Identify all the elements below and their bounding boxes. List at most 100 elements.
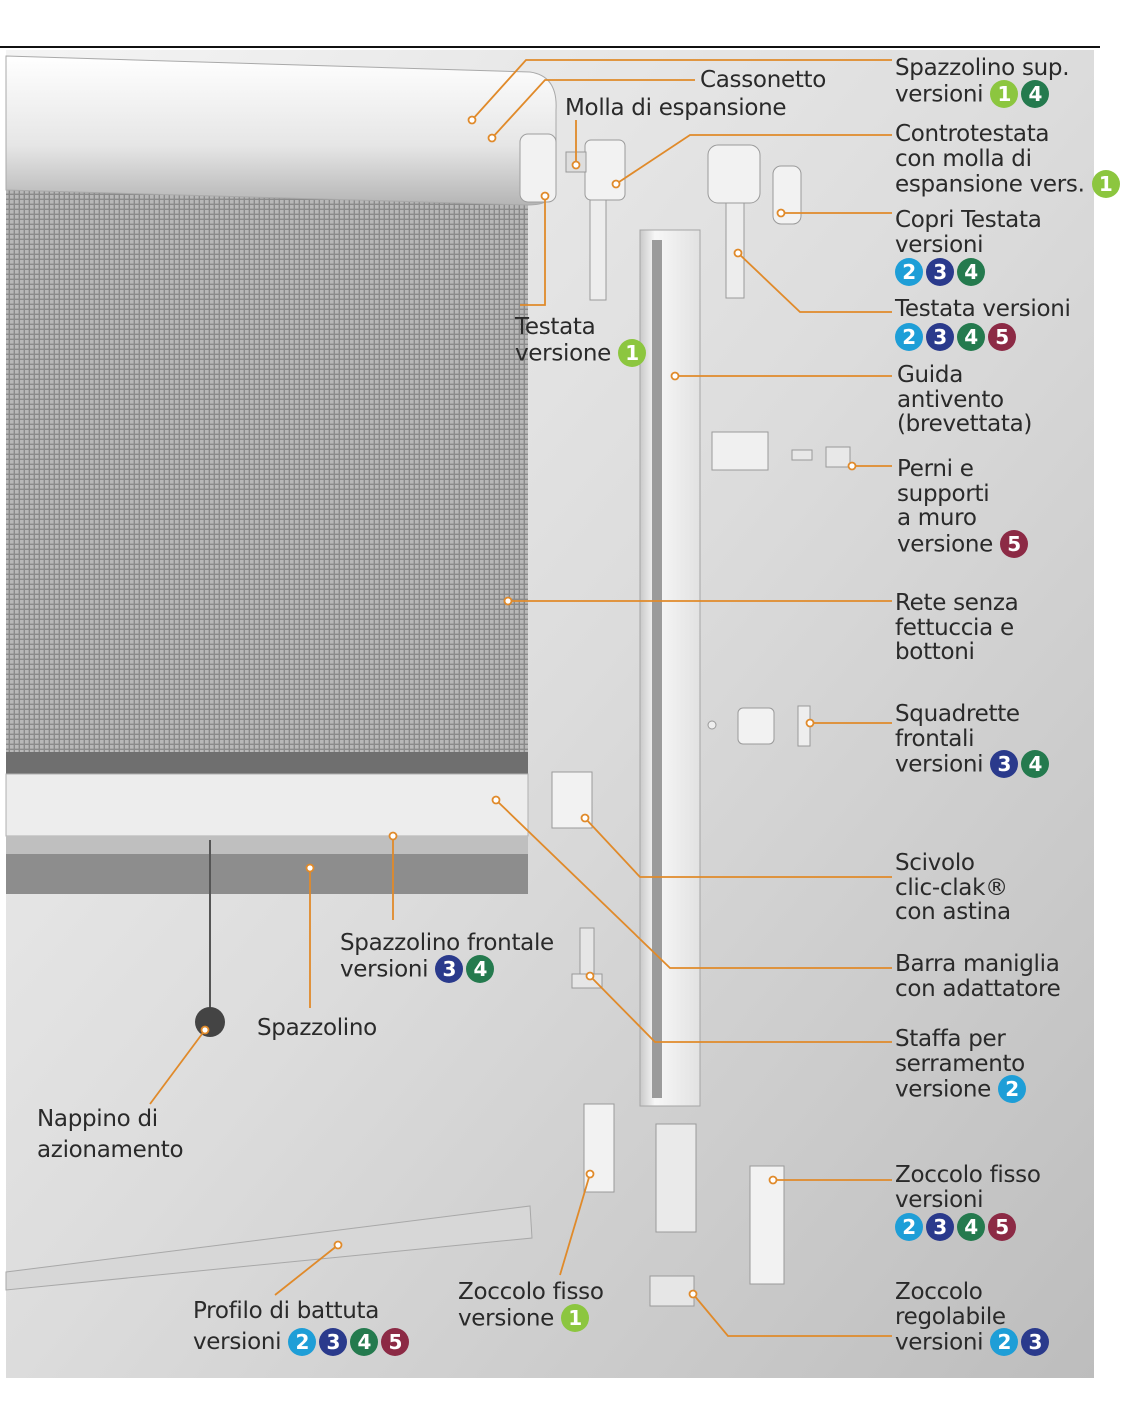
leader-profilo <box>274 1244 339 1296</box>
version-badge: 4 <box>1021 750 1050 778</box>
label-text: Zoccolo fisso <box>458 1279 604 1305</box>
label-text: Zoccolo fisso <box>895 1162 1041 1188</box>
label-text: Staffa per <box>895 1026 1006 1052</box>
version-badge: 3 <box>926 258 954 286</box>
label-line: clic-clak® <box>895 874 1011 901</box>
label-text: Cassonetto <box>700 67 827 93</box>
version-badges: 1 <box>561 1303 592 1333</box>
label-line: Nappino di <box>37 1104 183 1135</box>
pull-knob <box>195 1007 225 1037</box>
testata-v1-stem <box>589 199 607 301</box>
label-line: fettuccia e <box>895 615 1018 641</box>
version-badge: 1 <box>618 338 647 367</box>
leader-testata-v1 <box>520 196 546 306</box>
label-text: Perni e <box>897 456 974 482</box>
label-text: con molla di <box>895 145 1032 172</box>
copri-testata-part <box>772 165 802 225</box>
label-text: Profilo di battuta <box>193 1298 380 1324</box>
label-text: Rete senza <box>895 590 1019 616</box>
zoccolo-fisso-v-part <box>749 1165 785 1285</box>
label-line: versioni <box>895 1186 1041 1213</box>
label-line: supporti <box>897 481 1031 507</box>
version-badge: 2 <box>998 1075 1027 1103</box>
version-badge: 2 <box>895 1213 923 1241</box>
zoccolo-regolabile-part <box>649 1275 695 1307</box>
label-text: serramento <box>895 1050 1025 1077</box>
version-badge: 5 <box>381 1327 410 1356</box>
label-line: versione 1 <box>458 1303 604 1333</box>
label-text: bottoni <box>895 639 975 665</box>
label-text: versioni <box>895 1186 984 1213</box>
label-text: Nappino di <box>37 1106 158 1132</box>
label-nappino: Nappino di azionamento <box>37 1104 184 1166</box>
squadrette-screw <box>707 720 717 730</box>
label-text: Spazzolino <box>257 1015 377 1041</box>
label-line: Staffa per <box>895 1027 1029 1052</box>
label-line: versione 5 <box>897 529 1031 559</box>
staffa-part <box>579 927 595 977</box>
version-badge: 5 <box>988 1213 1016 1241</box>
label-text: Barra maniglia <box>895 951 1060 977</box>
label-line: serramento <box>895 1050 1029 1077</box>
label-line: con astina <box>895 900 1011 925</box>
label-text: antivento <box>897 386 1004 413</box>
label-line: Guida <box>897 363 1032 388</box>
label-text: Testata <box>515 314 596 340</box>
version-badge: 2 <box>990 1328 1019 1356</box>
label-line: regolabile <box>895 1303 1052 1330</box>
label-text: Squadrette <box>895 701 1020 727</box>
label-line: espansione vers. 1 <box>895 170 1123 199</box>
version-badges: 1 <box>618 338 649 368</box>
label-line: Spazzolino sup. <box>895 56 1070 81</box>
perni-pin <box>791 449 813 461</box>
front-brush-rail <box>6 836 528 854</box>
brush <box>6 854 528 894</box>
label-text: versione <box>897 531 1001 557</box>
version-badge: 4 <box>466 954 495 983</box>
version-badge: 3 <box>319 1327 348 1356</box>
version-badge: 2 <box>895 322 923 351</box>
label-line: Zoccolo fisso <box>895 1163 1041 1188</box>
testata-v1-part <box>584 139 626 201</box>
label-text: clic-clak® <box>895 874 1008 901</box>
label-text: azionamento <box>37 1137 184 1163</box>
perni-plate <box>711 431 769 471</box>
version-badge: 1 <box>990 79 1019 108</box>
version-badge: 3 <box>926 322 954 351</box>
mesh-screen <box>6 118 528 758</box>
version-badge: 2 <box>288 1327 317 1356</box>
version-badge: 4 <box>957 1213 985 1241</box>
cassonetto-shape <box>5 55 557 206</box>
label-line: Profilo di battuta <box>193 1296 412 1327</box>
version-badge: 3 <box>926 1213 954 1241</box>
version-badge: 1 <box>561 1303 590 1332</box>
label-text: regolabile <box>895 1303 1006 1330</box>
version-badge: 1 <box>1091 170 1120 198</box>
label-text: Molla di espansione <box>565 95 787 121</box>
label-line: Zoccolo <box>895 1280 1052 1305</box>
version-badge: 5 <box>1000 529 1029 558</box>
version-badge: 3 <box>435 954 464 983</box>
leader-spazzolino-sup <box>471 59 892 121</box>
label-text: versioni <box>895 231 984 258</box>
leader-lines <box>149 59 892 1337</box>
squadrette-part <box>737 707 775 745</box>
leader-testata-versioni <box>737 252 892 313</box>
label-line: con adattatore <box>895 976 1061 1002</box>
leader-barra <box>495 799 892 969</box>
